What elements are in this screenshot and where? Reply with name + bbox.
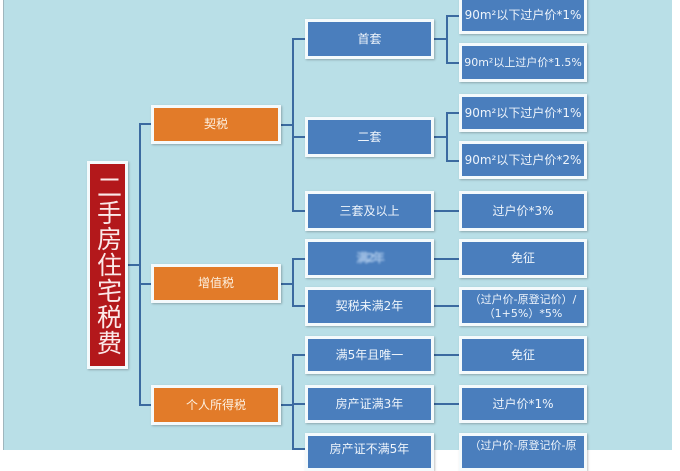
case-node: 首套 (305, 19, 434, 59)
node-label: 90m²以下过户价*2% (464, 152, 582, 167)
node-label: 90m²以上过户价*1.5% (464, 56, 582, 69)
node-label: （过户价-原登记价-原 (469, 439, 577, 452)
node-label: 三套及以上 (339, 203, 400, 218)
connector (292, 403, 306, 405)
connector (446, 160, 460, 162)
result-node: 90m²以下过户价*1% (459, 94, 587, 132)
result-node: 90m²以上过户价*1.5% (459, 43, 587, 82)
node-label: 二套 (357, 129, 382, 144)
result-node: 90m²以下过户价*2% (459, 141, 587, 179)
node-label: （过户价-原登记价）/（1+5%）*5% (469, 292, 577, 320)
connector (139, 123, 141, 406)
node-label: 契税未满2年 (335, 299, 404, 313)
result-node: 免征 (459, 336, 587, 374)
result-node: 过户价*3% (459, 191, 587, 231)
connector (292, 258, 306, 260)
node-label: 免征 (510, 251, 535, 265)
case-node-blurred: 满2年 (305, 239, 434, 278)
connector (433, 305, 460, 307)
connector (446, 15, 460, 17)
node-label: 90m²以下过户价*1% (464, 7, 582, 22)
connector (433, 258, 460, 260)
connector (292, 258, 294, 307)
connector (280, 283, 293, 285)
node-label: 过户价*3% (492, 203, 554, 218)
connector (139, 283, 153, 285)
case-node: 房产证满3年 (305, 385, 434, 423)
connector (446, 112, 460, 114)
node-label: 90m²以下过户价*1% (464, 105, 582, 120)
result-node: 过户价*1% (459, 385, 587, 423)
case-node: 契税未满2年 (305, 287, 434, 326)
connector (292, 38, 306, 40)
connector (139, 123, 153, 125)
connector (292, 38, 294, 212)
connector (446, 112, 448, 162)
connector (292, 210, 306, 212)
node-label: 首套 (357, 31, 382, 46)
root-node: 二手房住宅税费 (87, 161, 128, 369)
connector (433, 354, 460, 356)
connector (292, 448, 306, 450)
connector (292, 354, 294, 450)
case-node: 满5年且唯一 (305, 336, 434, 374)
connector (280, 124, 293, 126)
result-node: （过户价-原登记价-原 (459, 433, 587, 471)
tax-node-deed: 契税 (151, 105, 281, 144)
connector (433, 403, 460, 405)
node-label: 契税 (203, 117, 228, 131)
node-label: 免征 (510, 347, 535, 362)
connector (127, 264, 140, 266)
result-node: （过户价-原登记价）/（1+5%）*5% (459, 287, 587, 326)
tax-node-vat: 增值税 (151, 264, 281, 303)
node-label: 个人所得税 (185, 397, 246, 412)
node-label: 满2年 (356, 251, 384, 265)
case-node: 二套 (305, 117, 434, 157)
node-label: 房产证满3年 (335, 396, 404, 411)
connector (433, 38, 447, 40)
connector (433, 210, 460, 212)
root-label: 二手房住宅税费 (93, 174, 123, 356)
node-label: 增值税 (197, 276, 234, 290)
connector (292, 305, 306, 307)
connector (139, 404, 153, 406)
node-label: 过户价*1% (492, 396, 554, 411)
case-node: 三套及以上 (305, 191, 434, 231)
connector (280, 404, 293, 406)
connector (446, 62, 460, 64)
tax-node-income: 个人所得税 (151, 385, 281, 425)
result-node: 90m²以下过户价*1% (459, 0, 587, 34)
connector (292, 354, 306, 356)
connector (433, 136, 447, 138)
case-node: 房产证不满5年 (305, 433, 434, 471)
connector (292, 136, 306, 138)
node-label: 满5年且唯一 (335, 347, 404, 362)
connector (446, 15, 448, 64)
result-node: 免征 (459, 239, 587, 278)
